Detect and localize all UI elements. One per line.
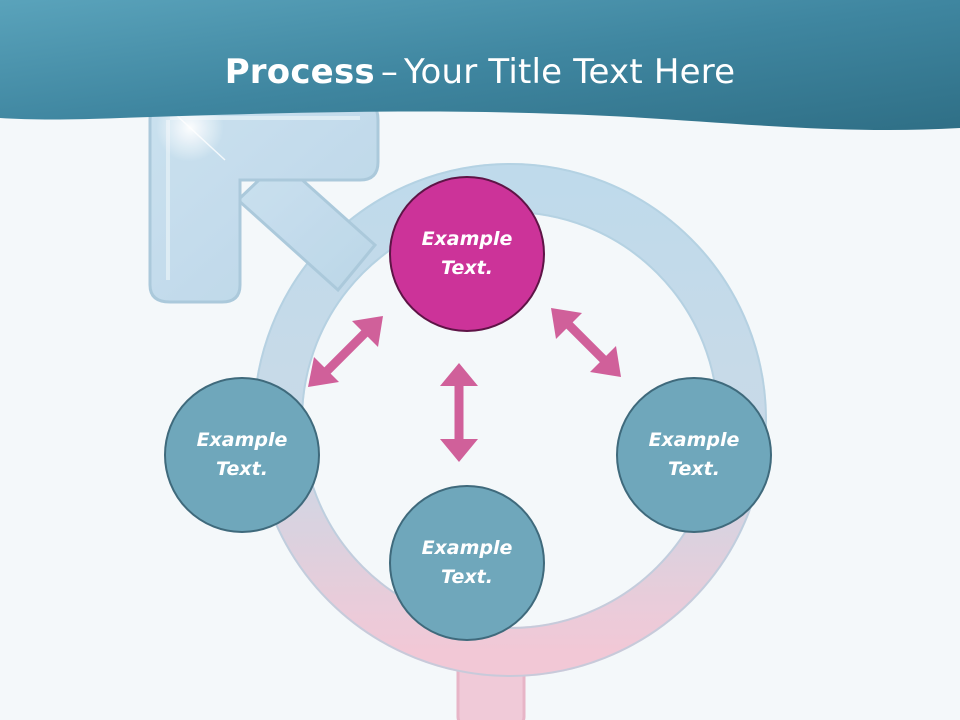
node-top-line1: Example [421,228,513,250]
page-title: Process–Your Title Text Here [0,52,960,92]
node-top: Example Text. [389,176,545,332]
node-left-line2: Text. [216,458,268,480]
node-right: Example Text. [616,377,772,533]
node-bottom-line2: Text. [441,566,493,588]
arrow-top-right-icon [551,308,621,377]
node-top-line2: Text. [441,257,493,279]
node-right-line1: Example [648,429,740,451]
header-banner [0,0,960,131]
node-right-line2: Text. [668,458,720,480]
arrow-left-top-icon [308,316,383,387]
node-bottom-line1: Example [421,537,513,559]
title-bold: Process [224,52,375,92]
title-rest: Your Title Text Here [404,52,736,92]
title-dash: – [380,52,399,92]
node-left: Example Text. [164,377,320,533]
node-left-line1: Example [196,429,288,451]
node-bottom: Example Text. [389,485,545,641]
arrow-center-vertical-icon [440,363,478,462]
